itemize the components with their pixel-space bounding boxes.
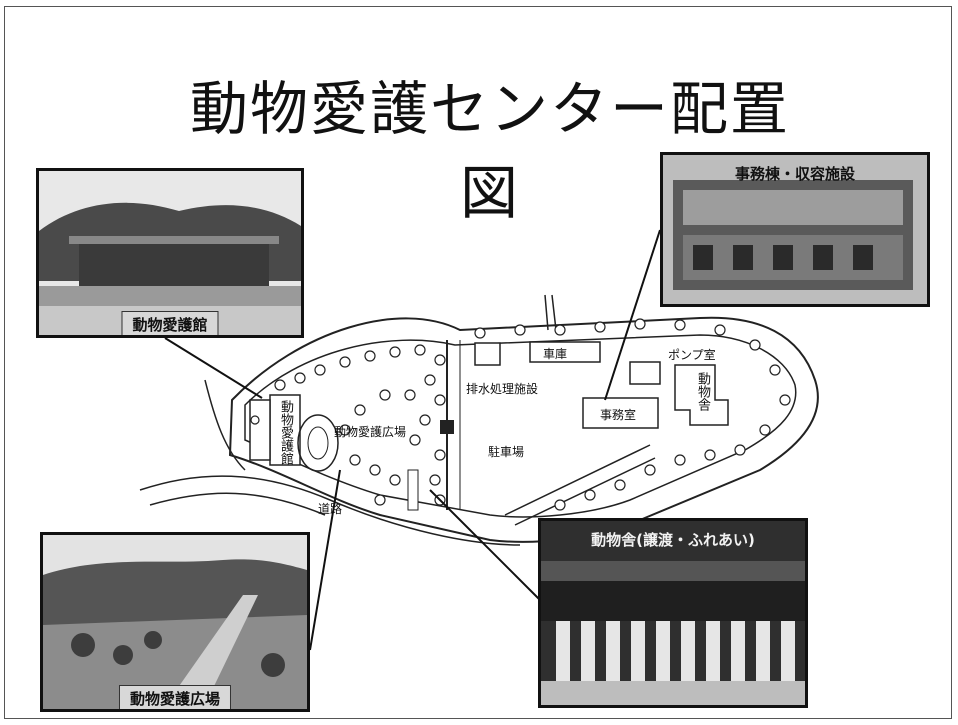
road-label: 道路 <box>318 502 343 516</box>
page-title: 動物愛護センター配置図 <box>189 75 790 227</box>
caption-office: 事務棟・収容施設 <box>734 165 856 183</box>
plaza-image <box>43 535 307 709</box>
aigokan-label: 動物愛護館 <box>278 400 293 465</box>
caption-aigokan: 動物愛護館 <box>121 311 219 335</box>
pump-room-label: ポンプ室 <box>668 348 716 362</box>
caption-plaza: 動物愛護広場 <box>118 685 232 709</box>
animal-building-image <box>541 521 805 705</box>
photo-plaza: 動物愛護広場 <box>40 532 310 712</box>
drainage-label: 排水処理施設 <box>466 382 539 396</box>
caption-animal-building: 動物舎(譲渡・ふれあい) <box>591 531 755 549</box>
plaza-label: 動物愛護広場 <box>334 425 407 439</box>
animal-building-label: 動物舎 <box>695 372 710 411</box>
garage-label: 車庫 <box>543 347 568 361</box>
aigokan-image <box>39 171 301 335</box>
photo-animal-building: 動物舎(譲渡・ふれあい) <box>538 518 808 708</box>
parking-label: 駐車場 <box>488 445 525 459</box>
photo-aigokan: 動物愛護館 <box>36 168 304 338</box>
photo-office: 事務棟・収容施設 <box>660 152 930 307</box>
office-image <box>663 155 927 304</box>
office-label: 事務室 <box>600 408 637 422</box>
